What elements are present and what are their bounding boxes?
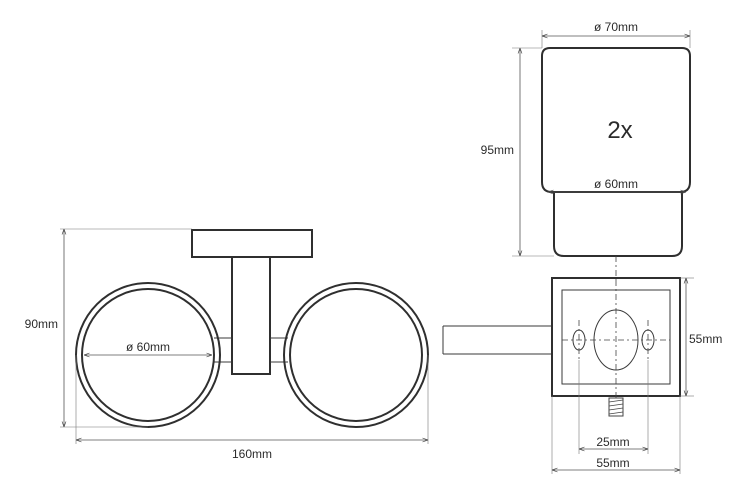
cup-lower-body xyxy=(553,192,683,257)
front-view: ø 60mm 90mm 160mm xyxy=(25,228,429,461)
cup-view: ø 70mm 2x ø 60mm 95mm xyxy=(481,20,691,280)
mount-side-label: 55mm xyxy=(689,332,722,346)
cup-bottom-diameter-label: ø 60mm xyxy=(594,177,638,191)
quantity-label: 2x xyxy=(607,117,632,144)
front-width-label: 160mm xyxy=(232,447,272,461)
cup-top-diameter-label: ø 70mm xyxy=(594,20,638,34)
support-post xyxy=(231,256,271,375)
mount-view: 55mm 25mm 55mm xyxy=(442,277,722,474)
screw-icon xyxy=(608,397,624,417)
right-cup-ring xyxy=(283,282,429,428)
cup-height-label: 95mm xyxy=(481,143,514,157)
hole-spacing-label: 25mm xyxy=(596,435,629,449)
wall-plate xyxy=(191,229,313,258)
front-height-label: 90mm xyxy=(25,317,58,331)
mount-bottom-label: 55mm xyxy=(596,456,629,470)
cup-diameter-label: ø 60mm xyxy=(126,340,170,354)
